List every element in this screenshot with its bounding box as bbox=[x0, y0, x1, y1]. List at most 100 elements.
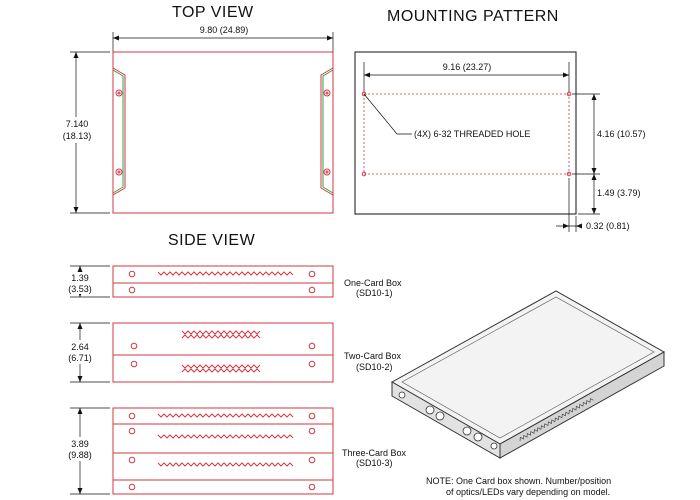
side-view: SIDE VIEW 1.39 (3.53) One-Card Box (SD10… bbox=[62, 232, 407, 495]
two-card-vent-upper bbox=[181, 330, 261, 335]
two-card-dim-mm: (6.71) bbox=[68, 353, 92, 363]
top-height-arrow-top bbox=[73, 52, 79, 58]
three-card-arrow-bottom bbox=[77, 488, 83, 494]
hole-note-label: (4X) 6-32 THREADED HOLE bbox=[414, 129, 530, 139]
mp-height-arrow-top bbox=[591, 94, 597, 100]
side-view-title: SIDE VIEW bbox=[168, 232, 256, 249]
hole-note-leader bbox=[363, 93, 412, 135]
side-screw-icon bbox=[308, 270, 316, 278]
iso-top-inner-edge bbox=[401, 296, 655, 439]
connector-icon bbox=[425, 405, 435, 415]
one-card-vent-slots bbox=[157, 271, 294, 276]
top-screw-icon bbox=[117, 170, 121, 174]
two-card-vent-lower-b bbox=[181, 368, 261, 373]
two-card-arrow-top bbox=[77, 323, 83, 329]
mounting-pattern: MOUNTING PATTERN 9.16 (23.27) (4X) 6-32 … bbox=[354, 8, 646, 232]
mp-width-arrow-left bbox=[364, 72, 370, 78]
mp-offset-y-dim-label: 1.49 (3.79) bbox=[597, 188, 641, 198]
connector-icon bbox=[490, 442, 498, 450]
two-card-vent-lower bbox=[181, 364, 261, 369]
connector-icon bbox=[462, 426, 472, 436]
top-right-bracket-edge bbox=[320, 67, 334, 196]
side-screw-icon bbox=[308, 483, 316, 491]
two-card-box: 2.64 (6.71) Two-Card Box (SD10-2) bbox=[62, 322, 402, 383]
mp-width-arrow-right bbox=[563, 72, 569, 78]
three-card-vent-2 bbox=[157, 434, 294, 439]
note: NOTE: One Card box shown. Number/positio… bbox=[426, 476, 611, 497]
one-card-model: (SD10-1) bbox=[356, 288, 393, 298]
top-height-dim-mm: (18.13) bbox=[63, 131, 92, 141]
side-screw-icon bbox=[308, 286, 316, 294]
two-card-arrow-bottom bbox=[77, 376, 83, 382]
mp-offset-arrow-top bbox=[591, 174, 597, 180]
top-screw-icon bbox=[325, 91, 329, 95]
mp-offset-x-dim-label: 0.32 (0.81) bbox=[586, 221, 630, 231]
mp-offset-arrow-right bbox=[576, 223, 582, 229]
top-width-dim-label: 9.80 (24.89) bbox=[200, 25, 249, 35]
one-card-outline bbox=[112, 265, 334, 298]
top-left-bracket-edge bbox=[112, 67, 126, 196]
three-card-arrow-top bbox=[77, 408, 83, 414]
two-card-name: Two-Card Box bbox=[344, 351, 402, 361]
three-card-label-bg bbox=[62, 437, 98, 461]
two-card-dim-inch: 2.64 bbox=[71, 342, 89, 352]
mp-height-dim-label: 4.16 (10.57) bbox=[597, 129, 646, 139]
side-screw-icon bbox=[128, 412, 136, 420]
three-card-outline bbox=[112, 407, 334, 495]
two-card-outline bbox=[112, 322, 334, 383]
iso-side-face bbox=[499, 351, 665, 459]
iso-top-face bbox=[390, 290, 666, 445]
mounting-pattern-title: MOUNTING PATTERN bbox=[387, 8, 559, 25]
iso-vent-slots bbox=[519, 398, 594, 442]
three-card-model: (SD10-3) bbox=[356, 458, 393, 468]
one-card-dim-mm: (3.53) bbox=[68, 284, 92, 294]
top-screw-icon bbox=[115, 168, 123, 176]
three-card-vent-3 bbox=[157, 462, 294, 467]
side-screw-icon bbox=[308, 456, 316, 464]
three-card-vent-1 bbox=[157, 413, 294, 418]
top-width-label-bg bbox=[186, 24, 262, 35]
side-screw-icon bbox=[128, 483, 136, 491]
side-screw-icon bbox=[128, 286, 136, 294]
connector-icon bbox=[473, 432, 483, 442]
top-width-arrow-left bbox=[113, 35, 119, 41]
mp-width-label-bg bbox=[430, 61, 506, 72]
mp-offset-arrow-left bbox=[563, 223, 569, 229]
side-screw-icon bbox=[130, 342, 138, 350]
top-height-label-bg bbox=[60, 117, 94, 143]
top-screw-icon bbox=[325, 170, 329, 174]
top-screw-icon bbox=[115, 89, 123, 97]
isometric-box-illustration bbox=[390, 290, 666, 459]
top-screw-icon bbox=[323, 89, 331, 97]
mounting-plate-outline bbox=[354, 51, 577, 215]
iso-connectors bbox=[398, 391, 498, 450]
two-card-label-bg bbox=[62, 340, 98, 364]
side-screw-icon bbox=[128, 456, 136, 464]
top-height-arrow-bottom bbox=[73, 207, 79, 213]
mp-offset-arrow-bottom bbox=[591, 208, 597, 214]
three-card-name: Three-Card Box bbox=[342, 448, 407, 458]
top-view-outline bbox=[112, 51, 334, 214]
two-card-model: (SD10-2) bbox=[356, 362, 393, 372]
top-view: TOP VIEW 9.80 (24.89) 7.140 (18.13) bbox=[60, 4, 334, 214]
top-screw-icon bbox=[117, 91, 121, 95]
connector-icon bbox=[398, 391, 406, 399]
mp-height-arrow-bottom bbox=[591, 168, 597, 174]
one-card-arrow-top bbox=[77, 266, 83, 272]
one-card-dim-inch: 1.39 bbox=[71, 273, 89, 283]
side-screw-icon bbox=[130, 360, 138, 368]
one-card-box: 1.39 (3.53) One-Card Box (SD10-1) bbox=[62, 265, 402, 298]
side-screw-icon bbox=[308, 427, 316, 435]
two-card-vent-upper-b bbox=[181, 334, 261, 339]
side-screw-icon bbox=[308, 342, 316, 350]
connector-icon bbox=[435, 411, 445, 421]
top-right-bracket bbox=[322, 69, 334, 194]
top-width-arrow-right bbox=[327, 35, 333, 41]
side-screw-icon bbox=[308, 360, 316, 368]
side-screw-icon bbox=[308, 412, 316, 420]
three-card-box: 3.89 (9.88) Three-Card Box (SD10-3) bbox=[62, 407, 407, 495]
top-view-title: TOP VIEW bbox=[172, 4, 254, 21]
threaded-hole-icon bbox=[361, 171, 367, 177]
one-card-name: One-Card Box bbox=[344, 278, 402, 288]
